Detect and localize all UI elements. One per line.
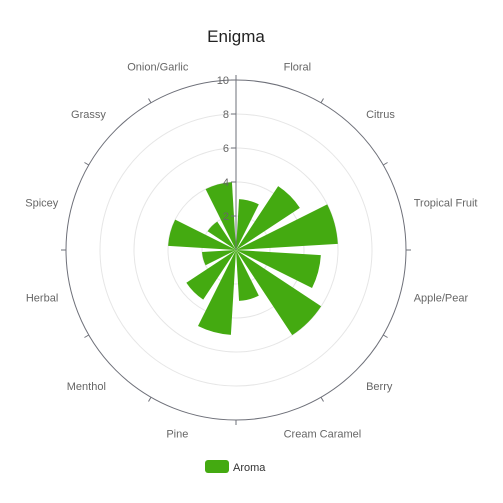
radial-tick-label-1: 2: [223, 211, 229, 223]
bar-apple-pear[interactable]: [236, 250, 321, 289]
angle-tick-5: [320, 396, 324, 402]
radial-axis: 2 4 6 8 10: [217, 75, 237, 250]
category-label-apple-pear: Apple/Pear: [414, 293, 469, 305]
angle-tick-1: [320, 98, 324, 104]
category-label-tropical-fruit: Tropical Fruit: [414, 197, 478, 209]
angle-tick-8: [84, 334, 90, 338]
bar-onion-garlic[interactable]: [205, 182, 236, 250]
category-label-onion-garlic: Onion/Garlic: [127, 61, 189, 73]
bar-citrus[interactable]: [236, 186, 300, 250]
category-label-menthol: Menthol: [67, 381, 106, 393]
bar-menthol[interactable]: [186, 250, 236, 300]
radial-tick-label-2: 4: [223, 177, 229, 189]
angle-tick-2: [382, 162, 388, 166]
bar-tropical-fruit[interactable]: [236, 204, 338, 250]
category-label-herbal: Herbal: [26, 293, 58, 305]
bar-berry[interactable]: [236, 250, 322, 336]
category-label-citrus: Citrus: [366, 109, 395, 121]
radial-tick-label-4: 8: [223, 109, 229, 121]
category-label-berry: Berry: [366, 381, 393, 393]
bar-spicey[interactable]: [168, 219, 236, 250]
angle-tick-10: [84, 162, 90, 166]
bars: [168, 182, 338, 336]
angle-tick-4: [382, 334, 388, 338]
bar-grassy[interactable]: [207, 221, 236, 250]
angle-tick-11: [148, 98, 152, 104]
legend-swatch-aroma[interactable]: [205, 460, 229, 473]
radial-tick-label-3: 6: [223, 143, 229, 155]
bar-cream-caramel[interactable]: [236, 250, 259, 301]
legend-label-aroma[interactable]: Aroma: [233, 462, 266, 474]
category-label-floral: Floral: [284, 61, 312, 73]
bar-floral[interactable]: [236, 199, 259, 250]
category-label-spicey: Spicey: [25, 197, 59, 209]
radial-tick-label-5: 10: [217, 75, 229, 87]
angle-tick-7: [148, 396, 152, 402]
category-label-pine: Pine: [166, 429, 188, 441]
bar-pine[interactable]: [197, 250, 236, 335]
chart-title: Enigma: [207, 27, 265, 46]
bar-herbal[interactable]: [202, 250, 236, 266]
legend[interactable]: Aroma: [205, 460, 266, 474]
category-label-grassy: Grassy: [71, 109, 106, 121]
category-label-cream-caramel: Cream Caramel: [284, 429, 362, 441]
